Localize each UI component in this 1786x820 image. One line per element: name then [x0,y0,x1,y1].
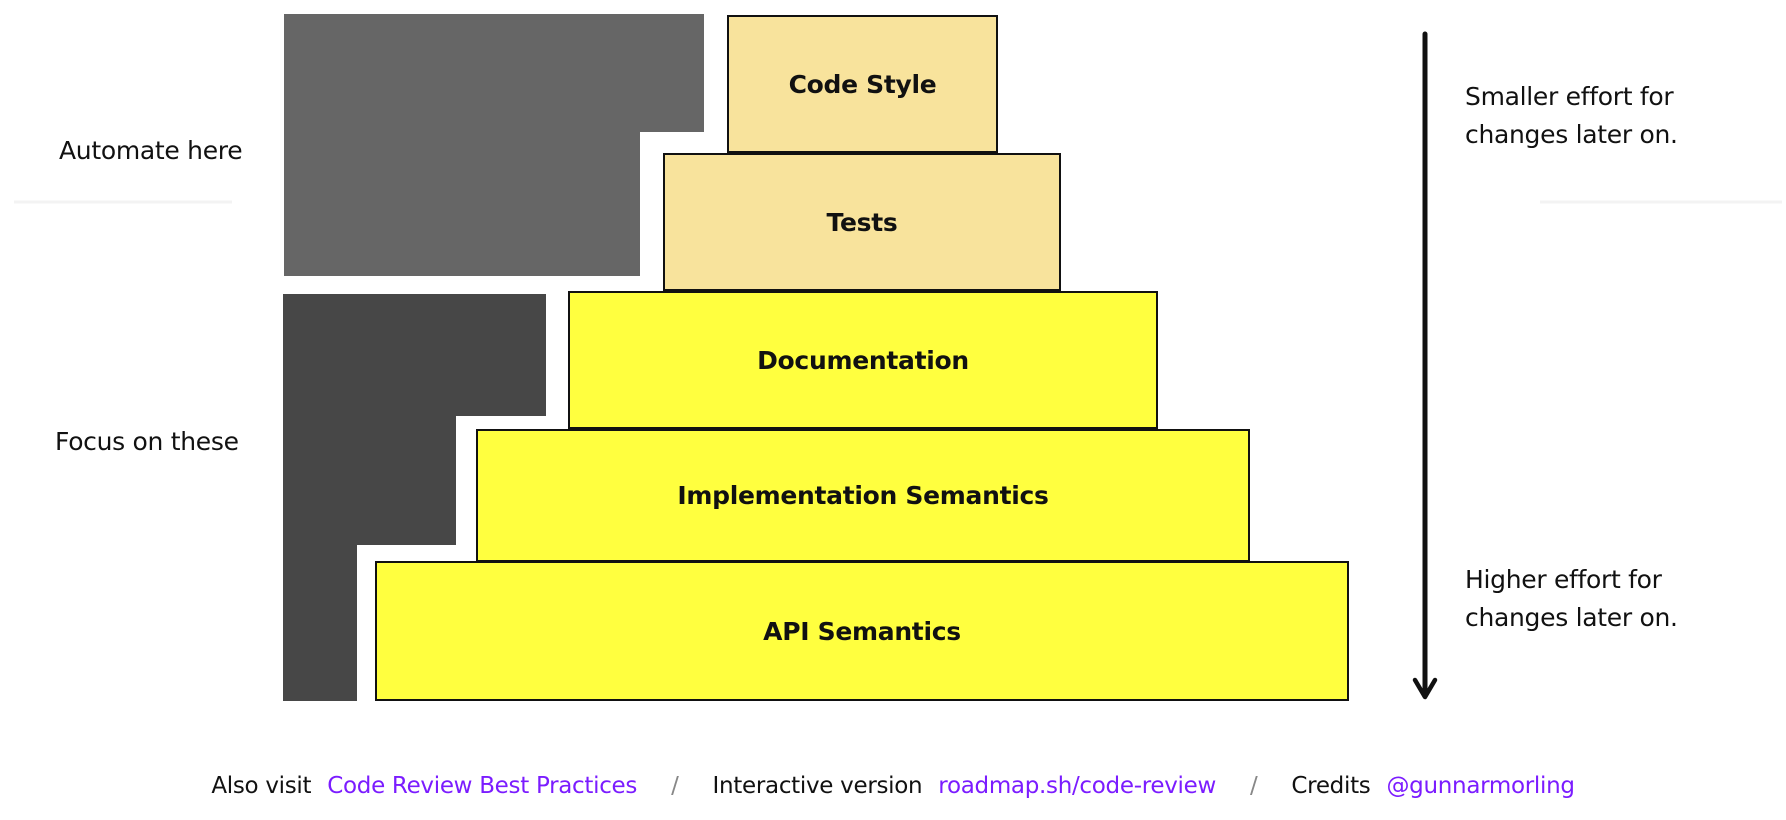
interactive-version-label: Interactive version [712,773,923,799]
note-line: changes later on. [1465,120,1678,149]
focus-on-these-label: Focus on these [55,427,239,456]
note-line: changes later on. [1465,603,1678,632]
layer-api-semantics: API Semantics [375,561,1349,701]
note-line: Smaller effort for [1465,82,1674,111]
layer-implementation-semantics: Implementation Semantics [476,429,1250,562]
automate-here-label: Automate here [59,136,243,165]
automate-bracket [284,14,704,276]
roadmap-link[interactable]: roadmap.sh/code-review [938,773,1216,799]
best-practices-link[interactable]: Code Review Best Practices [327,773,638,799]
footer: Also visit Code Review Best Practices / … [0,773,1786,799]
layer-tests: Tests [663,153,1061,291]
focus-bracket [283,294,546,701]
footer-separator: / [1249,773,1258,799]
layer-documentation: Documentation [568,291,1158,429]
layer-code-style: Code Style [727,15,998,153]
layer-label: Implementation Semantics [677,481,1049,510]
also-visit-label: Also visit [211,773,312,799]
higher-effort-note: Higher effort for changes later on. [1465,561,1678,637]
layer-label: Documentation [757,345,969,375]
footer-separator: / [671,773,679,799]
effort-arrow-head [1412,677,1438,700]
credits-label: Credits [1291,773,1371,799]
layer-label: API Semantics [763,616,961,646]
credits-link[interactable]: @gunnarmorling [1386,773,1575,799]
layer-label: Code Style [788,69,937,99]
layer-label: Tests [826,207,898,237]
note-line: Higher effort for [1465,565,1662,594]
smaller-effort-note: Smaller effort for changes later on. [1465,78,1678,154]
